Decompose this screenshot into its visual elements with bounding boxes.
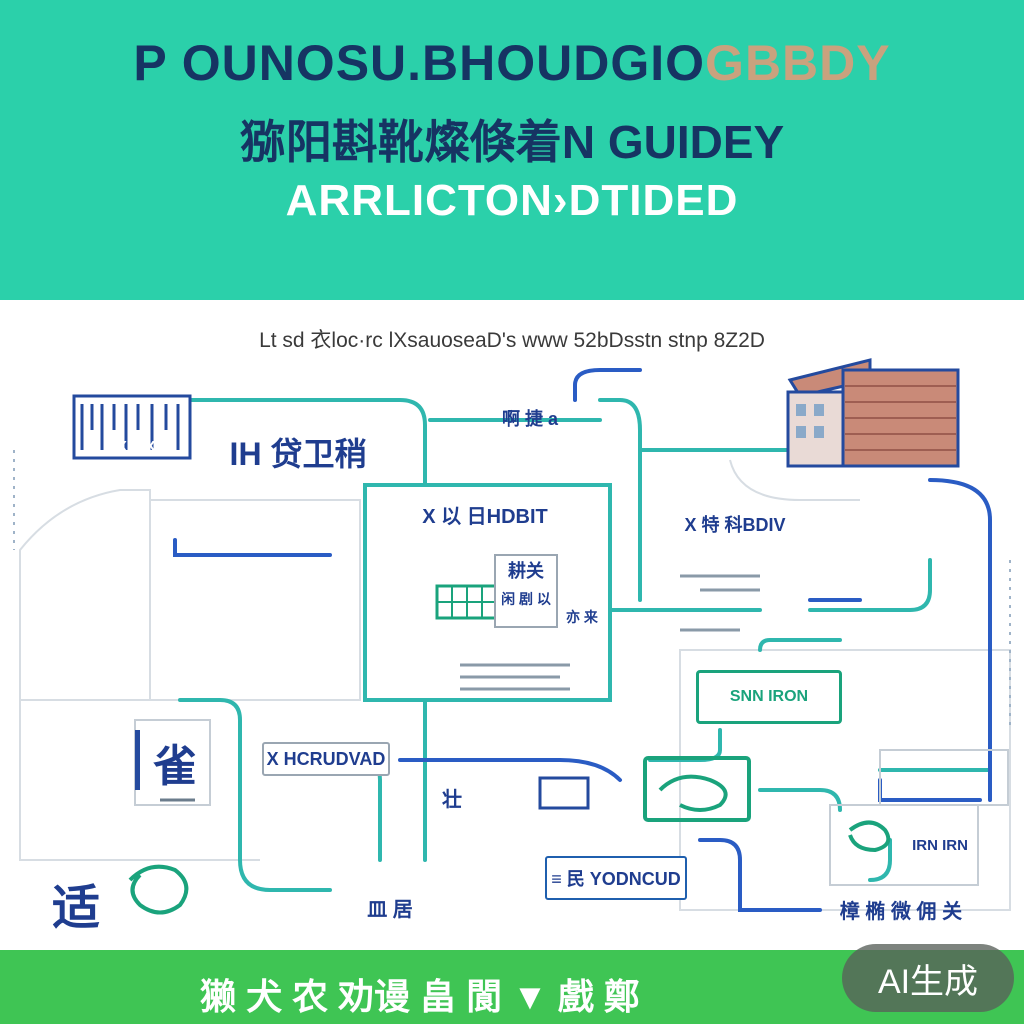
building-windows <box>796 404 824 438</box>
title-line-2: 猕阳斟靴燦倏着N GUIDEY <box>239 116 785 168</box>
center-icon-frame <box>643 756 751 822</box>
connector-right-mid <box>758 638 842 652</box>
title-line-1-text: P OUNOSU.BHOUDGIO <box>133 35 706 91</box>
barcode-label: IX X X <box>112 437 156 455</box>
left-lower-frame <box>134 719 211 806</box>
connector-far-right-blue <box>878 778 982 802</box>
node-bottom-left: 适 <box>51 882 100 932</box>
loop-icons <box>128 774 891 915</box>
ai-generated-badge: AI生成 <box>842 944 1014 1012</box>
node-center-sub-2: 闲 剧 以 <box>501 591 551 607</box>
title-line-3: ARRLICTON›DTIDED <box>285 176 739 225</box>
sketch-left-panel <box>19 489 151 701</box>
node-center-title: X 以 日HDBIT <box>422 505 548 528</box>
center-board-lines <box>460 663 570 691</box>
window-4 <box>814 426 824 438</box>
connector-right-edge <box>928 478 992 802</box>
barcode-icon <box>72 394 192 460</box>
right-list-lines <box>680 574 760 632</box>
footer-text: 獭 犬 农 劝谩 畠 閬 ▼ 戲 鄭 <box>200 976 640 1017</box>
connector-right-lower <box>758 788 842 812</box>
barcode-bars <box>80 404 180 450</box>
loop-icon-bottom-left <box>128 864 189 915</box>
node-left-lower-icon: 雀 <box>153 742 197 791</box>
connector-to-center-icon <box>648 728 722 762</box>
sketch-left-bottom <box>19 700 260 861</box>
connector-top-left <box>188 398 427 862</box>
far-right-frame <box>879 749 1009 806</box>
node-top-center: 啊 捷 a <box>501 409 558 429</box>
connector-left-blue <box>173 538 332 557</box>
connector-bottom-right-blue <box>698 838 822 912</box>
node-top-left-title: IH 贷卫稍 <box>200 424 396 480</box>
center-sub-panel <box>494 554 558 628</box>
node-bottom-right: 樟 椭 微 佣 关 <box>839 900 963 923</box>
node-bottom-center-box: ≡ 民 YODNCUD <box>545 856 687 900</box>
flow-diagram: Lt sd 衣loc·rc lXsauoseaD's www 52bDsstn … <box>0 300 1024 950</box>
title-line-1-accent: GBBDY <box>705 35 891 91</box>
window-1 <box>796 404 806 416</box>
diagram-caption: Lt sd 衣loc·rc lXsauoseaD's www 52bDsstn … <box>259 329 765 352</box>
header-banner: P OUNOSU.BHOUDGIOGBBDY 猕阳斟靴燦倏着N GUIDEY A… <box>0 0 1024 300</box>
left-lower-box <box>134 719 211 806</box>
node-right-lower-box: IRN IRN <box>912 836 968 854</box>
sketch-left-box <box>149 499 361 701</box>
node-center-sub-1: 耕关 <box>508 561 544 581</box>
title-line-1: P OUNOSU.BHOUDGIOGBBDY <box>0 34 1024 92</box>
connector-top-blue <box>573 368 642 402</box>
background-sketch <box>19 459 1011 911</box>
building-bricks <box>845 385 956 451</box>
building-icon <box>786 358 960 468</box>
left-lower-bar <box>135 730 140 790</box>
node-right-title: X 特 科BDIV <box>684 515 786 535</box>
node-center-sub-3: 亦 来 <box>566 609 598 625</box>
side-guides <box>13 450 1011 730</box>
node-right-mid: SNN IRON <box>696 670 842 724</box>
window-3 <box>796 426 806 438</box>
loop-icon-right <box>848 820 891 853</box>
connector-bottom-right <box>868 838 892 882</box>
connector-right-stub <box>808 558 932 612</box>
connector-center-vertical <box>598 398 642 602</box>
node-bottom-center-label: 皿 居 <box>367 898 413 921</box>
connector-bottom-blue <box>398 758 622 782</box>
center-mini-grid <box>437 586 497 618</box>
loop-icon-center <box>658 774 728 812</box>
center-board <box>363 483 612 702</box>
diagram-connectors <box>13 358 1011 915</box>
sketch-right-curve <box>729 459 860 501</box>
teal-connectors <box>178 398 992 892</box>
window-2 <box>814 404 824 416</box>
connector-left-lower <box>178 698 332 892</box>
node-left-mid-sub: 壮 <box>442 788 462 811</box>
small-blue-box <box>538 776 590 810</box>
node-left-mid: X HCRUDVAD <box>262 742 390 776</box>
